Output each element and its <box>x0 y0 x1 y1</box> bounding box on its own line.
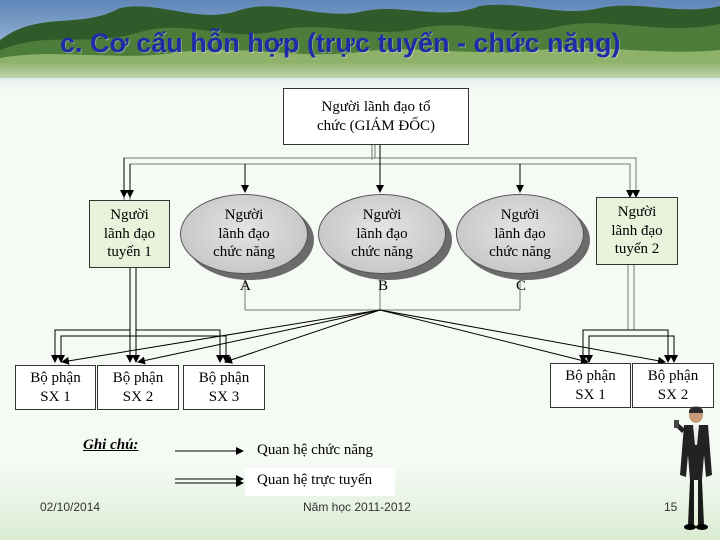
ellipse-body: Người lãnh đạo chức năng <box>318 194 446 274</box>
unit-left-2-line-2: SX 2 <box>122 388 154 405</box>
line-leader-2-box: Người lãnh đạo tuyến 2 <box>596 197 678 265</box>
functional-leader-c: Người lãnh đạo chức năng C <box>456 194 590 294</box>
legend-line-text: Quan hệ trực tuyến <box>257 472 373 488</box>
functional-a-line-3: chức năng <box>213 244 275 261</box>
functional-c-line-3: chức năng <box>489 244 551 261</box>
line-leader-2-line-1: Người <box>617 203 657 220</box>
unit-right-2-line-1: Bộ phận <box>647 367 699 384</box>
footer-date: 02/10/2014 <box>40 500 101 514</box>
ellipse-body: Người lãnh đạo chức năng <box>456 194 584 274</box>
unit-right-1-line-1: Bộ phận <box>565 367 616 384</box>
functional-leader-b: Người lãnh đạo chức năng B <box>318 194 452 294</box>
director-box: Người lãnh đạo tổ chức (GIÁM ĐỐC) <box>283 88 469 145</box>
functional-b-line-1: Người <box>362 206 402 223</box>
footer-page-number: 15 <box>664 500 678 514</box>
unit-right-1-line-2: SX 1 <box>575 386 606 403</box>
unit-left-3-line-2: SX 3 <box>208 388 240 405</box>
unit-box-right-2: Bộ phận SX 2 <box>632 363 714 408</box>
director-line-1: Người lãnh đạo tổ <box>321 98 431 115</box>
unit-right-2-line-2: SX 2 <box>657 386 689 403</box>
line-leader-1-line-3: tuyến 1 <box>107 244 152 261</box>
unit-left-2-line-1: Bộ phận <box>112 369 164 386</box>
legend-functional-text: Quan hệ chức năng <box>257 442 374 458</box>
ellipse-body: Người lãnh đạo chức năng <box>180 194 308 274</box>
functional-c-letter: C <box>516 278 527 294</box>
slide-title: c. Cơ cấu hỗn hợp (trực tuyến - chức năn… <box>60 28 621 58</box>
footer-school-year: Năm học 2011-2012 <box>303 500 411 514</box>
line-leader-1-line-1: Người <box>110 206 149 223</box>
unit-left-1-line-1: Bộ phận <box>30 369 81 386</box>
businessman-illustration <box>672 405 716 540</box>
functional-c-line-1: Người <box>500 206 540 223</box>
line-leader-2-line-3: tuyến 2 <box>614 241 660 258</box>
functional-b-line-3: chức năng <box>351 244 413 261</box>
unit-box-left-1: Bộ phận SX 1 <box>15 365 96 410</box>
unit-box-left-2: Bộ phận SX 2 <box>97 365 179 410</box>
functional-a-line-1: Người <box>224 206 264 223</box>
legend-label: Ghi chú: <box>83 437 139 453</box>
header-banner <box>0 0 720 95</box>
functional-b-letter: B <box>378 278 389 294</box>
functional-c-line-2: lãnh đạo <box>494 225 546 242</box>
line-leader-1-box: Người lãnh đạo tuyến 1 <box>89 200 170 268</box>
functional-b-line-2: lãnh đạo <box>356 225 408 242</box>
unit-box-left-3: Bộ phận SX 3 <box>183 365 265 410</box>
line-leader-1-line-2: lãnh đạo <box>103 225 156 242</box>
unit-left-3-line-1: Bộ phận <box>198 369 250 386</box>
functional-a-letter: A <box>240 278 251 294</box>
unit-box-right-1: Bộ phận SX 1 <box>550 363 631 408</box>
unit-left-1-line-2: SX 1 <box>40 388 71 405</box>
functional-leader-a: Người lãnh đạo chức năng A <box>180 194 314 294</box>
functional-a-line-2: lãnh đạo <box>218 225 270 242</box>
director-line-2: chức (GIÁM ĐỐC) <box>316 117 436 134</box>
line-leader-2-line-2: lãnh đạo <box>611 222 663 239</box>
legend-line-bg <box>245 468 395 496</box>
